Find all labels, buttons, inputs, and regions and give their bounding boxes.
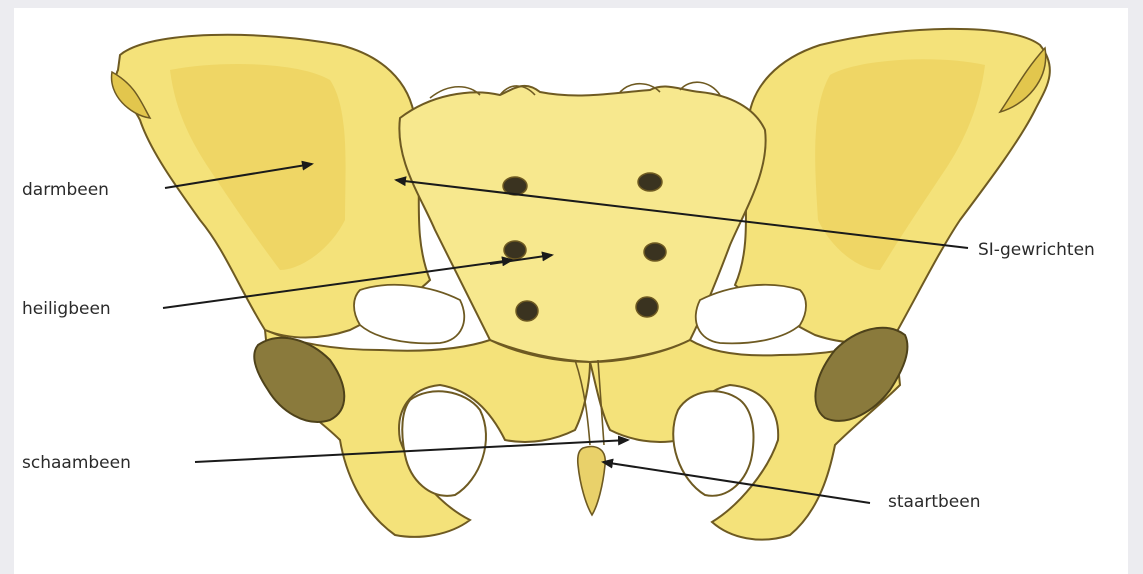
right-obturator-foramen [673,391,753,495]
sacral-foramen [644,243,666,261]
sacral-foramen [504,241,526,259]
right-pelvic-opening [696,285,806,344]
label-schaambeen: schaambeen [22,453,131,473]
label-staartbeen: staartbeen [888,492,981,512]
coccyx [578,447,605,515]
sacral-foramen [636,297,658,317]
right-acetabulum [815,328,907,421]
left-pelvic-opening [354,285,464,344]
sacral-foramen [516,301,538,321]
sacral-foramen [638,173,662,191]
label-darmbeen: darmbeen [22,180,109,200]
label-heiligbeen: heiligbeen [22,299,111,319]
label-si-gewrichten: SI-gewrichten [978,240,1095,260]
